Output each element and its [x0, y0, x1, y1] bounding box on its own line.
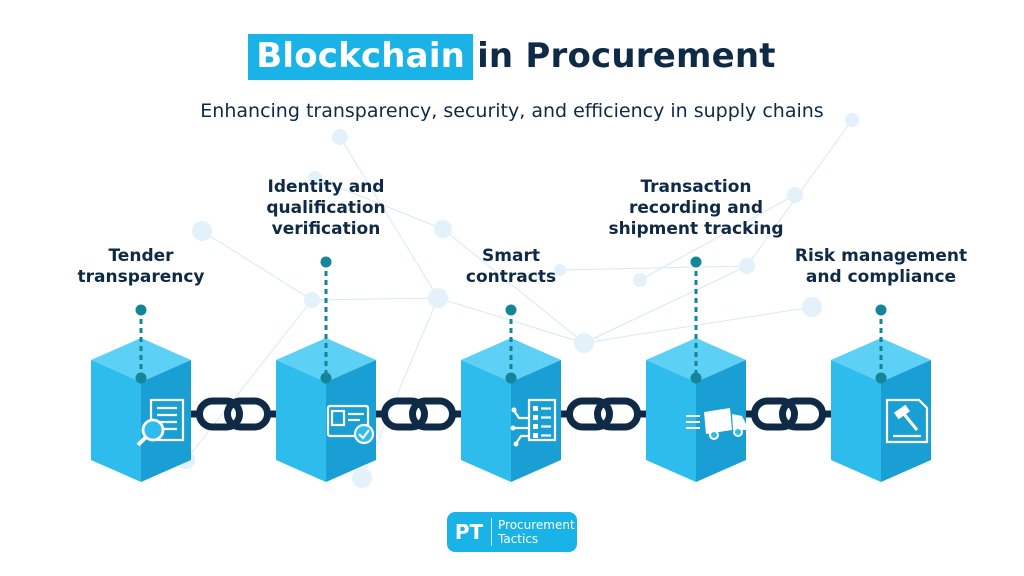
step-label-line: Identity and	[267, 177, 385, 197]
step-label-line: contracts	[465, 267, 557, 287]
blockchain-cube	[276, 338, 376, 482]
logo-wordmark: Procurement Tactics	[492, 518, 575, 546]
page-subtitle: Enhancing transparency, security, and ef…	[200, 100, 824, 122]
step-label-line: Transaction	[640, 177, 752, 197]
step-label-line: Smart	[482, 246, 540, 266]
magnifier-document-icon	[136, 398, 185, 447]
step-label-line: shipment tracking	[608, 219, 784, 239]
id-card-check-icon	[326, 404, 375, 445]
label-connector	[875, 304, 887, 384]
step-label-line: recording and	[629, 198, 763, 218]
step-label-line: Risk management	[794, 246, 968, 266]
gavel-document-icon	[885, 398, 929, 444]
circuit-checklist-icon	[510, 398, 557, 447]
delivery-truck-icon	[686, 408, 746, 440]
logo-line-1: Procurement	[498, 518, 575, 532]
chain-link	[368, 397, 469, 431]
label-connector	[135, 304, 147, 384]
blockchain-cube	[646, 338, 746, 482]
logo-line-2: Tactics	[498, 532, 539, 546]
logo-mark: PT	[447, 518, 492, 546]
step-label-line: verification	[271, 219, 381, 239]
label-connector	[320, 256, 332, 384]
blockchain-cube	[91, 338, 191, 482]
step-label-line: Tender	[108, 246, 174, 266]
label-connector	[690, 256, 702, 384]
chain-link	[553, 397, 654, 431]
chain-link	[738, 397, 839, 431]
label-connector	[505, 304, 517, 384]
step-label-line: qualification	[266, 198, 386, 218]
step-label-line: and compliance	[805, 267, 957, 287]
title-rest: in Procurement	[477, 36, 776, 76]
step-label-line: transparency	[77, 267, 205, 287]
procurement-tactics-logo: PT Procurement Tactics	[447, 512, 577, 552]
chain-link	[183, 397, 284, 431]
title-highlight: Blockchain	[248, 34, 474, 80]
